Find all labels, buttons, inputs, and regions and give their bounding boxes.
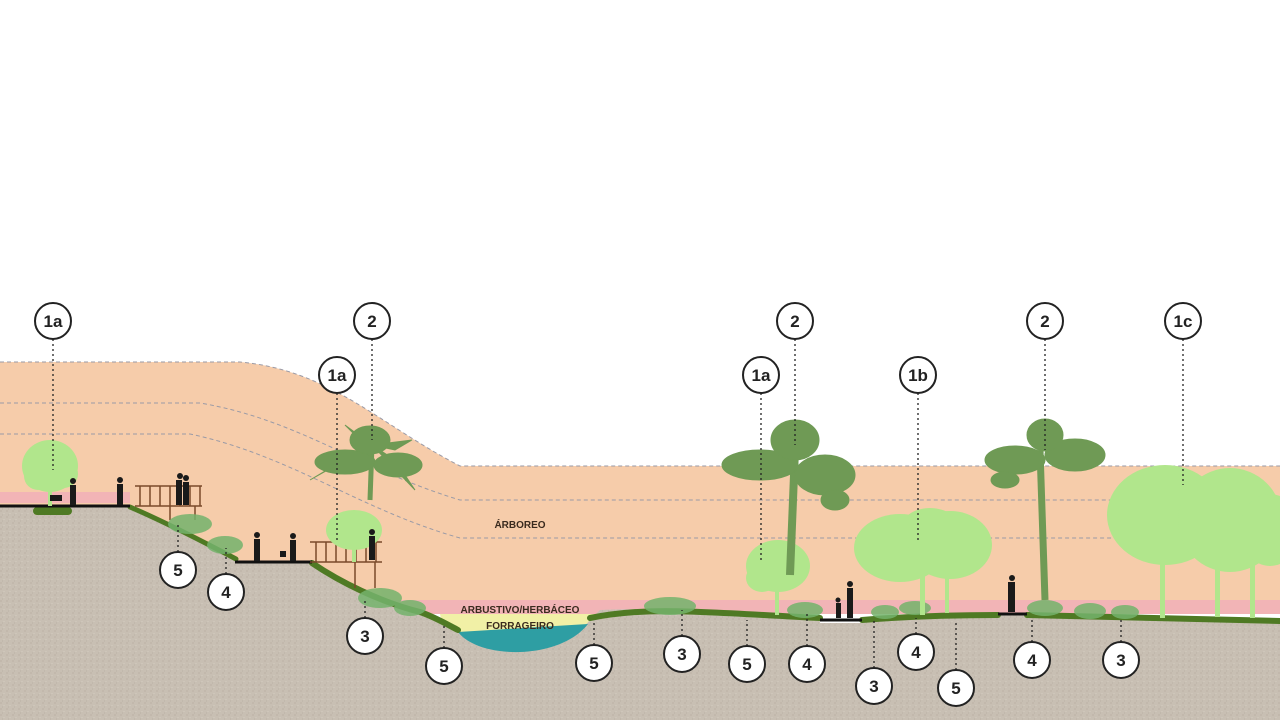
callout-label: 4 [911,643,921,662]
callout-circle [776,302,814,340]
callout-label: 1a [44,312,63,331]
arbustivo-zone-band [0,492,1280,614]
callout-3: 3 [855,620,893,705]
callout-4: 4 [788,612,826,683]
callout-1a: 1a [742,356,780,560]
people-on-deck [176,473,189,505]
canopy-guide-lines [0,361,1280,539]
callout-label: 1b [908,366,928,385]
callout-1b: 1b [899,356,937,540]
callout-label: 5 [951,679,960,698]
callout-label: 2 [1040,312,1049,331]
callout-circle [855,667,893,705]
callout-label: 3 [677,645,686,664]
callout-5: 5 [728,620,766,683]
callout-label: 5 [589,654,598,673]
canopy-guide-line-top [0,361,1280,467]
callout-circle [742,356,780,394]
callout-circle [897,633,935,671]
callout-circle [425,647,463,685]
callout-circle [318,356,356,394]
person-deck-lower [369,529,375,560]
callout-4: 4 [897,618,935,671]
callout-2: 2 [776,302,814,445]
zone-label-arboreo: ÁRBOREO [494,518,545,531]
callout-circle [728,645,766,683]
tree-grove-right [1107,465,1280,618]
callout-markers: 1a 2 1a 2 1a 1b 2 1c 5 4 3 5 5 3 5 4 3 4 5 4 3 [34,302,1202,707]
callout-1a: 1a [34,302,72,470]
person-with-stroller [50,478,76,505]
callout-circle [937,669,975,707]
callout-label: 2 [790,312,799,331]
canopy-guide-line-low [0,433,1280,539]
palm-slope [309,424,423,501]
callout-circle [899,356,937,394]
person-terrace-1 [254,532,260,561]
callout-circle [1026,302,1064,340]
water-channel [458,624,588,653]
callout-5: 5 [575,622,613,682]
callout-5: 5 [159,525,197,589]
callout-circle [207,573,245,611]
callout-label: 2 [367,312,376,331]
callout-label: 5 [173,561,182,580]
callout-3: 3 [663,610,701,673]
callout-1c: 1c [1164,302,1202,485]
tree-slope [326,510,382,562]
callout-2: 2 [353,302,391,440]
shrubs [168,514,1139,619]
people-silhouettes [50,473,1015,618]
callout-label: 5 [439,657,448,676]
callout-label: 3 [869,677,878,696]
person-walking-1 [117,477,123,505]
canopy-guide-line-mid [0,402,1280,501]
callout-circle [34,302,72,340]
callout-circle [1013,641,1051,679]
callout-3: 3 [346,600,384,655]
grass-strip-right-a [859,612,1001,623]
callout-circle [1102,641,1140,679]
callout-label: 4 [221,583,231,602]
callout-circle [663,635,701,673]
callout-label: 3 [1116,651,1125,670]
callout-4: 4 [1013,618,1051,679]
callout-circle [159,551,197,589]
callout-label: 5 [742,655,751,674]
callout-label: 1a [328,366,347,385]
callout-4: 4 [207,548,245,611]
person-terrace-2 [280,533,296,561]
callout-5: 5 [937,620,975,707]
callout-circle [575,644,613,682]
callout-circle [346,617,384,655]
callout-5: 5 [425,625,463,685]
callout-circle [353,302,391,340]
tree-right-1b [854,508,992,615]
zone-label-arbustivo: ARBUSTIVO/HERBÁCEO [461,603,580,616]
callout-circle [788,645,826,683]
callout-label: 1c [1174,312,1193,331]
callout-circle [1164,302,1202,340]
callout-label: 3 [360,627,369,646]
broadleaf-trees [22,440,1280,618]
callout-3: 3 [1102,618,1140,679]
person-family [835,581,853,618]
callout-label: 4 [802,655,812,674]
callout-1a: 1a [318,356,356,540]
callout-label: 1a [752,366,771,385]
callout-label: 4 [1027,651,1037,670]
zone-label-forrageiro: FORRAGEIRO [486,621,554,632]
walkways [0,504,1027,622]
callout-2: 2 [1026,302,1064,450]
person-cyclist [1008,575,1015,612]
